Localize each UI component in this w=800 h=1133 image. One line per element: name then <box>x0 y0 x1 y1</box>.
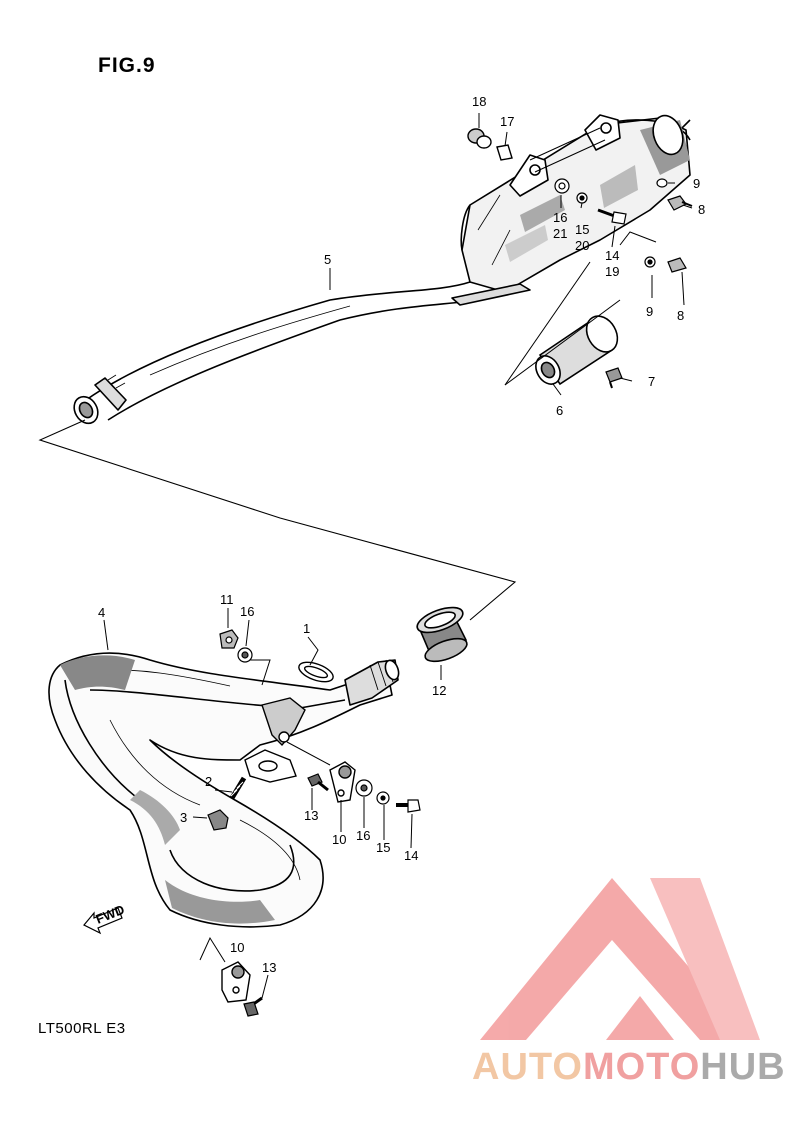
gasket-part-1 <box>298 661 334 683</box>
callout-7: 7 <box>648 374 655 389</box>
watermark-hub: HUB <box>700 1046 786 1088</box>
callout-3: 3 <box>180 810 187 825</box>
bolt-part-13-right <box>307 773 329 792</box>
washer-part-15-upper <box>576 192 588 204</box>
pipe-mount-bracket <box>261 697 306 747</box>
bolt-part-8-upper <box>667 195 693 211</box>
callout-16-upper: 16 <box>553 210 567 225</box>
callout-9-upper: 9 <box>693 176 700 191</box>
watermark-brand: AUTOMOTOHUB <box>472 1046 786 1089</box>
washer-part-9-upper <box>656 178 668 188</box>
callout-9-lower: 9 <box>646 304 653 319</box>
callout-8-lower: 8 <box>677 308 684 323</box>
watermark-moto: MOTO <box>582 1046 701 1088</box>
callout-19: 19 <box>605 264 619 279</box>
washer-part-16-lower-left <box>237 647 253 663</box>
collar-part-17 <box>496 144 513 161</box>
callout-1: 1 <box>303 621 310 636</box>
callout-6: 6 <box>556 403 563 418</box>
nut-part-3 <box>207 809 229 831</box>
leader-lines <box>103 113 693 999</box>
callout-5: 5 <box>324 252 331 267</box>
pipe-flange <box>244 749 297 783</box>
exhaust-pipe-part-4 <box>48 652 400 928</box>
callout-16-lower-left: 16 <box>240 604 254 619</box>
spark-arrester-part-6 <box>535 315 619 386</box>
callout-numbers: 18 17 5 16 21 15 20 14 19 9 8 9 8 7 6 4 … <box>98 94 705 975</box>
callout-18: 18 <box>472 94 486 109</box>
washer-part-16-upper <box>554 178 570 194</box>
callout-16-lower-right: 16 <box>356 828 370 843</box>
watermark-logo-icon <box>480 878 760 1040</box>
callout-10-right: 10 <box>332 832 346 847</box>
washer-part-16-lower-right <box>355 779 373 797</box>
callout-14-upper: 14 <box>605 248 619 263</box>
callout-10-bottom: 10 <box>230 940 244 955</box>
callout-12: 12 <box>432 683 446 698</box>
nut-part-11 <box>219 629 239 649</box>
callout-17: 17 <box>500 114 514 129</box>
callout-21: 21 <box>553 226 567 241</box>
callout-2: 2 <box>205 774 212 789</box>
callout-11: 11 <box>220 592 234 607</box>
callout-15-lower: 15 <box>376 840 390 855</box>
bolt-part-14-upper <box>597 208 627 225</box>
callout-13-right: 13 <box>304 808 318 823</box>
forward-arrow-icon: FWD <box>83 902 127 935</box>
bolt-part-8-lower <box>667 257 687 273</box>
bolt-part-13-bottom <box>243 996 263 1017</box>
bracket-part-10-right <box>329 761 356 803</box>
bolt-part-14-lower <box>396 799 421 813</box>
callout-14-lower: 14 <box>404 848 418 863</box>
callout-8-upper: 8 <box>698 202 705 217</box>
model-code: LT500RL E3 <box>38 1020 126 1037</box>
washer-part-9-lower <box>644 256 656 268</box>
connector-part-12 <box>416 606 468 663</box>
watermark-auto: AUTO <box>472 1046 583 1088</box>
callout-13-bottom: 13 <box>262 960 276 975</box>
guide-lines-part-6 <box>504 261 621 386</box>
callout-4: 4 <box>98 605 105 620</box>
stud-part-2 <box>229 776 247 800</box>
bracket-part-10-bottom <box>221 961 251 1003</box>
muffler-assembly <box>73 114 691 425</box>
figure-title: FIG.9 <box>98 54 156 77</box>
callout-15-upper: 15 <box>575 222 589 237</box>
washer-part-15-lower <box>376 791 390 805</box>
screw-part-7 <box>605 367 623 389</box>
assembly-guide-line <box>38 419 517 621</box>
grommet-part-18 <box>467 128 492 149</box>
callout-20: 20 <box>575 238 589 253</box>
